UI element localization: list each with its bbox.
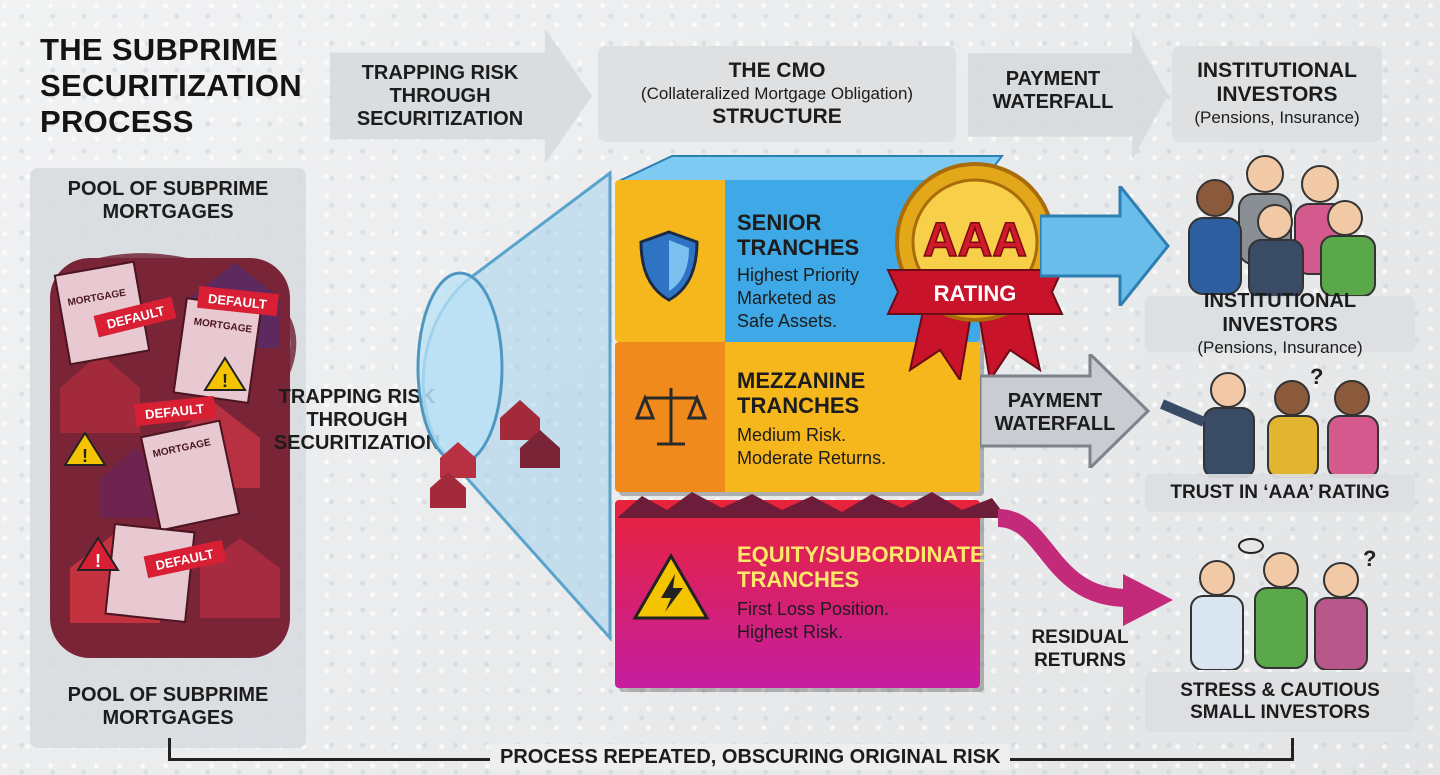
senior-tranche-title: SENIOR TRANCHES <box>737 210 860 260</box>
institutional-investors-label: INSTITUTIONAL INVESTORS (Pensions, Insur… <box>1145 290 1415 357</box>
equity-tranche-title: EQUITY/SUBORDINATE TRANCHES <box>737 542 985 592</box>
scales-icon <box>635 388 707 446</box>
default-stamp: DEFAULT <box>207 291 267 312</box>
header-investors-title: INSTITUTIONAL INVESTORS <box>1197 59 1357 106</box>
shield-icon <box>639 230 699 302</box>
institutional-investors-illustration <box>1188 155 1376 298</box>
aaa-rating-badge: AAA RATING <box>886 162 1064 380</box>
waterfall-arrow <box>980 354 1150 468</box>
small-investors-text: STRESS & CAUTIOUS SMALL INVESTORS <box>1180 680 1380 723</box>
mortgage-documents: MORTGAGE MORTGAGE MORTGAGE <box>53 260 263 624</box>
institutional-investors-sub: (Pensions, Insurance) <box>1197 338 1363 357</box>
page-title: THE SUBPRIME SECURITIZATION PROCESS <box>40 32 302 139</box>
question-mark-icon: ? <box>1310 364 1323 389</box>
funnel-label: TRAPPING RISK THROUGH SECURITIZATION <box>273 386 441 454</box>
default-stamp: DEFAULT <box>144 401 204 422</box>
equity-rubble <box>617 492 1007 518</box>
header-step-cmo: THE CMO (Collateralized Mortgage Obligat… <box>598 46 956 142</box>
warning-icon: ! ! ! <box>63 356 247 571</box>
waterfall-label: PAYMENT WATERFALL <box>994 390 1116 435</box>
senior-payout-arrow <box>1040 186 1170 306</box>
header-step-waterfall: PAYMENT WATERFALL <box>992 68 1114 113</box>
stressed-investors-illustration: ? <box>1190 538 1376 670</box>
mortgage-pile-illustration: MORTGAGE MORTGAGE MORTGAGE DEFAULT DEFAU… <box>50 253 297 658</box>
process-repeated-label: PROCESS REPEATED, OBSCURING ORIGINAL RIS… <box>490 744 1011 770</box>
equity-tranche-desc: First Loss Position. Highest Risk. <box>737 599 890 642</box>
small-investors-label: STRESS & CAUTIOUS SMALL INVESTORS <box>1145 672 1415 732</box>
residual-returns-label: RESIDUAL RETURNS <box>1031 627 1129 671</box>
person-icon <box>1190 552 1368 670</box>
high-voltage-icon <box>632 553 710 620</box>
trust-rating-label: TRUST IN ‘AAA’ RATING <box>1145 474 1415 512</box>
trust-rating-text: TRUST IN ‘AAA’ RATING <box>1170 482 1390 503</box>
residual-returns-arrow <box>998 509 1173 626</box>
badge-aaa-text: AAA <box>923 214 1027 267</box>
mezzanine-tranche-title: MEZZANINE TRANCHES <box>737 368 866 418</box>
mezzanine-tranche: MEZZANINE TRANCHES Medium Risk. Moderate… <box>615 342 980 492</box>
default-stamps: DEFAULT DEFAULT DEFAULT DEFAULT <box>93 285 279 579</box>
cmo-structure: STRUCTURE <box>712 105 842 128</box>
header-step-investors: INSTITUTIONAL INVESTORS (Pensions, Insur… <box>1172 46 1382 142</box>
funnel-illustration <box>416 170 612 642</box>
cmo-subtitle: (Collateralized Mortgage Obligation) <box>640 84 914 103</box>
svg-text:!: ! <box>95 551 101 571</box>
pool-label-bottom: POOL OF SUBPRIME MORTGAGES <box>67 684 269 729</box>
question-mark-icon: ? <box>1363 546 1376 571</box>
person-icon <box>1188 155 1376 298</box>
equity-tranche: EQUITY/SUBORDINATE TRANCHES First Loss P… <box>615 500 985 688</box>
person-icon <box>1160 372 1379 478</box>
header-investors-sub: (Pensions, Insurance) <box>1194 108 1360 127</box>
trusting-investors-illustration: ? <box>1160 364 1379 478</box>
mezzanine-tranche-desc: Medium Risk. Moderate Returns. <box>737 425 887 468</box>
header-step-trapping-risk: TRAPPING RISK THROUGH SECURITIZATION <box>356 62 524 130</box>
stress-scribble-icon <box>1238 538 1264 554</box>
svg-text:!: ! <box>82 446 88 466</box>
senior-tranche-desc: Highest Priority Marketed as Safe Assets… <box>737 265 860 331</box>
cmo-title: THE CMO <box>728 59 826 82</box>
institutional-investors-title: INSTITUTIONAL INVESTORS <box>1203 290 1357 336</box>
svg-text:!: ! <box>222 371 228 391</box>
funnel-houses <box>430 400 560 508</box>
pool-label-top: POOL OF SUBPRIME MORTGAGES <box>67 178 269 223</box>
badge-rating-text: RATING <box>934 281 1017 306</box>
